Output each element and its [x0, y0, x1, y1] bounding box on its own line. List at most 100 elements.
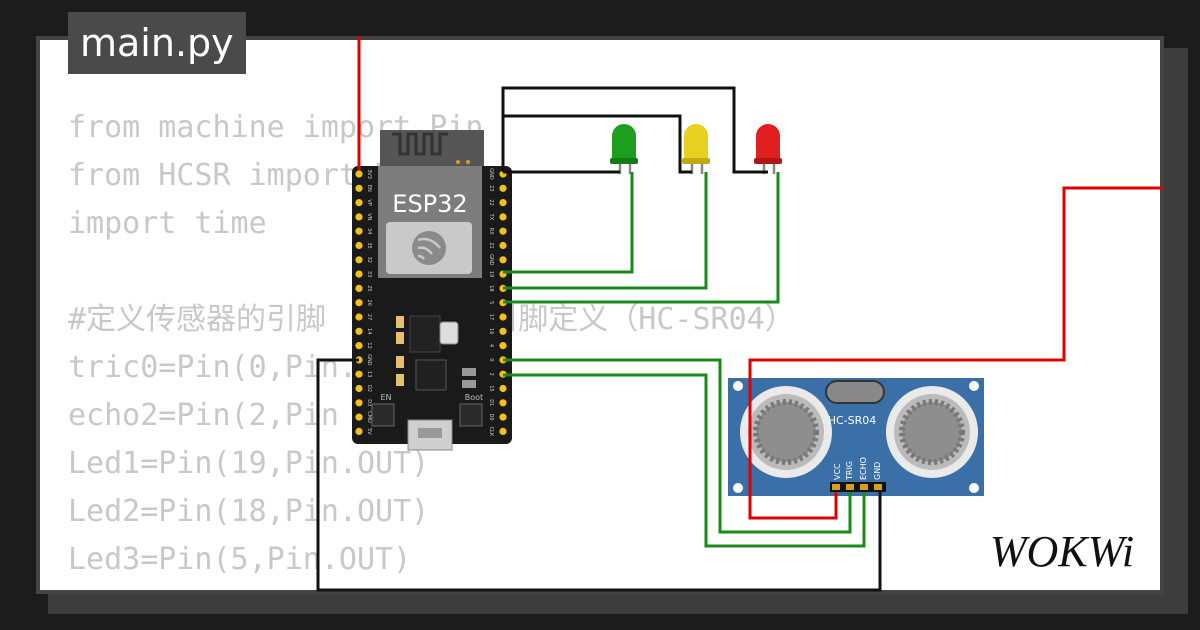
- code-line: import time: [68, 206, 267, 241]
- pin-label: 19: [488, 271, 494, 277]
- pin-left-10[interactable]: [355, 313, 363, 321]
- green-led[interactable]: [610, 124, 638, 174]
- pin-label: CMD: [366, 411, 372, 423]
- pin-label: 25: [366, 285, 372, 291]
- pin-right-18[interactable]: [499, 427, 507, 435]
- wire-trig[interactable]: [503, 358, 852, 534]
- en-label: EN: [380, 393, 391, 402]
- pin-label: 4: [488, 344, 494, 347]
- pin-left-15[interactable]: [355, 384, 363, 393]
- pin-left-8[interactable]: [355, 284, 363, 292]
- pin-right-5[interactable]: [499, 241, 507, 250]
- en-button[interactable]: [371, 403, 395, 427]
- sensor-pin-vcc: VCC: [833, 463, 842, 480]
- code-line: Led2=Pin(18,Pin.OUT): [68, 494, 430, 529]
- pin-label: GND: [488, 254, 494, 266]
- pin-label: TX: [488, 213, 494, 221]
- pin-label: 27: [366, 314, 372, 320]
- pin-row-left: 3V3ENVPVN343532332526271412GND13D2D3CMD5…: [355, 169, 372, 435]
- pin-label: EN: [366, 185, 372, 192]
- pin-right-3[interactable]: [499, 213, 507, 221]
- pin-left-3[interactable]: [355, 213, 363, 221]
- pin-label: VP: [366, 199, 372, 205]
- pin-label: 17: [488, 314, 494, 320]
- pin-left-4[interactable]: [355, 227, 363, 235]
- sensor-pin-echo: ECHO: [859, 457, 868, 480]
- pin-left-5[interactable]: [355, 241, 363, 250]
- pin-label: 2: [488, 373, 494, 376]
- esp32-label: ESP32: [392, 190, 467, 218]
- wires: [316, 36, 1164, 592]
- pin-label: D3: [366, 399, 372, 406]
- pin-label: 18: [488, 285, 494, 291]
- pin-left-11[interactable]: [355, 327, 363, 335]
- pin-left-14[interactable]: [355, 370, 363, 378]
- code-line: echo2=Pin(2,Pin: [68, 398, 339, 433]
- pin-left-0[interactable]: [355, 170, 363, 178]
- pin-label: 12: [366, 342, 372, 348]
- pin-left-7[interactable]: [355, 270, 363, 278]
- pin-label: VN: [366, 213, 372, 220]
- hcsr04-sensor[interactable]: HC-SR04 VCC TRIG ECHO GND: [728, 378, 984, 496]
- pin-label: CLK: [488, 427, 494, 437]
- pin-label: 5V: [366, 428, 372, 435]
- pin-right-2[interactable]: [499, 199, 507, 207]
- pin-label: 16: [488, 328, 494, 334]
- pin-label: 35: [366, 242, 372, 248]
- file-tab[interactable]: main.py: [68, 12, 246, 74]
- espressif-logo-icon: [412, 231, 446, 265]
- pin-left-1[interactable]: [355, 184, 363, 192]
- pin-label: D1: [488, 399, 494, 406]
- pin-right-1[interactable]: [499, 184, 507, 192]
- yellow-led[interactable]: [682, 124, 710, 174]
- pin-right-17[interactable]: [499, 413, 507, 421]
- sensor-label: HC-SR04: [828, 414, 877, 427]
- pin-label: GND: [488, 168, 494, 180]
- pin-label: 34: [366, 228, 372, 234]
- pin-right-12[interactable]: [499, 342, 507, 350]
- wire-gpio5[interactable]: [503, 172, 780, 304]
- wire-gnd-yellow-led[interactable]: [501, 114, 692, 174]
- code-line: from machine import Pin: [68, 110, 484, 145]
- pin-label: 3V3: [366, 169, 372, 179]
- code-line: tric0=Pin(0,Pin.: [68, 350, 357, 385]
- pin-label: 32: [366, 257, 372, 263]
- code-line: Led3=Pin(5,Pin.OUT): [68, 542, 412, 577]
- wire-gpio18[interactable]: [503, 172, 708, 290]
- wire-vcc-sensor[interactable]: [748, 186, 1164, 520]
- pin-label: D0: [488, 414, 494, 421]
- pin-right-4[interactable]: [499, 227, 507, 235]
- pin-label: RX: [488, 228, 494, 235]
- pin-left-17[interactable]: [355, 413, 363, 421]
- pin-right-11[interactable]: [499, 327, 507, 335]
- wire-gnd-sensor[interactable]: [316, 358, 882, 592]
- pin-left-2[interactable]: [355, 199, 363, 207]
- pin-left-6[interactable]: [355, 256, 363, 264]
- pin-label: D2: [366, 385, 372, 392]
- pin-right-10[interactable]: [499, 313, 507, 321]
- code-line: Led1=Pin(19,Pin.OUT): [68, 446, 430, 481]
- diagram-canvas: [36, 36, 1164, 594]
- boot-button[interactable]: [459, 403, 483, 427]
- red-led[interactable]: [754, 124, 782, 174]
- pin-left-18[interactable]: [355, 427, 363, 435]
- pin-label: 26: [366, 300, 372, 306]
- pin-right-6[interactable]: [499, 256, 507, 264]
- sensor-pin-trig: TRIG: [845, 461, 854, 481]
- pin-label: GND: [366, 354, 372, 366]
- pin-label: 21: [488, 242, 494, 248]
- pin-right-16[interactable]: [499, 399, 507, 407]
- esp32-board[interactable]: ESP32 3V3ENVPVN343532332526271412GND13D2…: [352, 130, 512, 451]
- wire-gpio19[interactable]: [503, 172, 634, 274]
- pin-label: 23: [488, 185, 494, 191]
- pin-left-9[interactable]: [355, 299, 363, 307]
- pin-label: 0: [488, 358, 494, 361]
- boot-label: Boot: [465, 393, 483, 402]
- wokwi-logo: WOKWi: [990, 527, 1134, 576]
- pin-left-12[interactable]: [355, 342, 363, 350]
- pin-label: 22: [488, 199, 494, 205]
- wire-echo[interactable]: [503, 373, 866, 548]
- pin-left-16[interactable]: [355, 399, 363, 407]
- pin-right-15[interactable]: [499, 384, 507, 393]
